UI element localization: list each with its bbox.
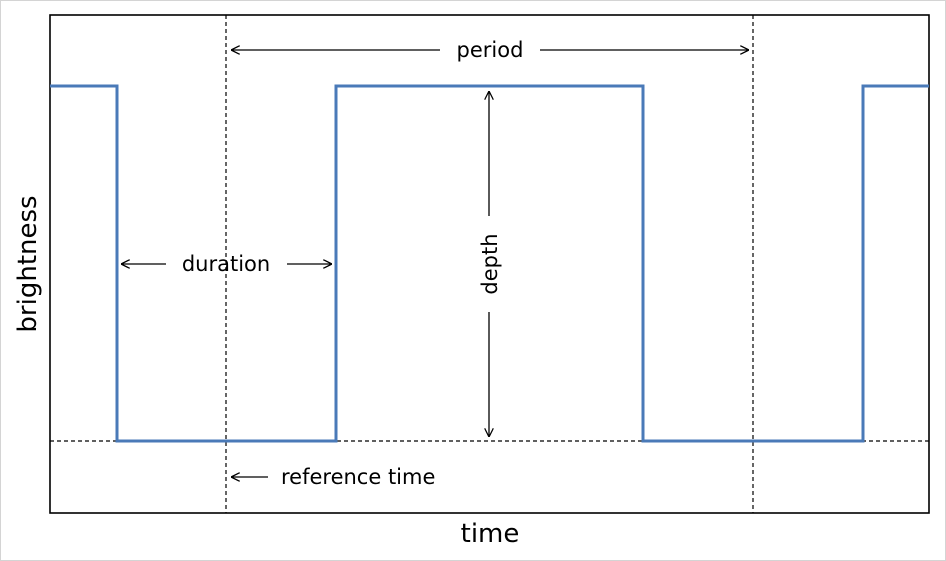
signal-curve xyxy=(50,84,929,443)
y-axis-label: brightness xyxy=(13,195,43,332)
period-label: period xyxy=(457,38,524,62)
duration-label: duration xyxy=(182,252,270,276)
reference-time-label: reference time xyxy=(281,465,435,489)
x-axis-label: time xyxy=(461,519,520,549)
depth-label: depth xyxy=(478,233,502,294)
plot-area xyxy=(49,14,930,514)
